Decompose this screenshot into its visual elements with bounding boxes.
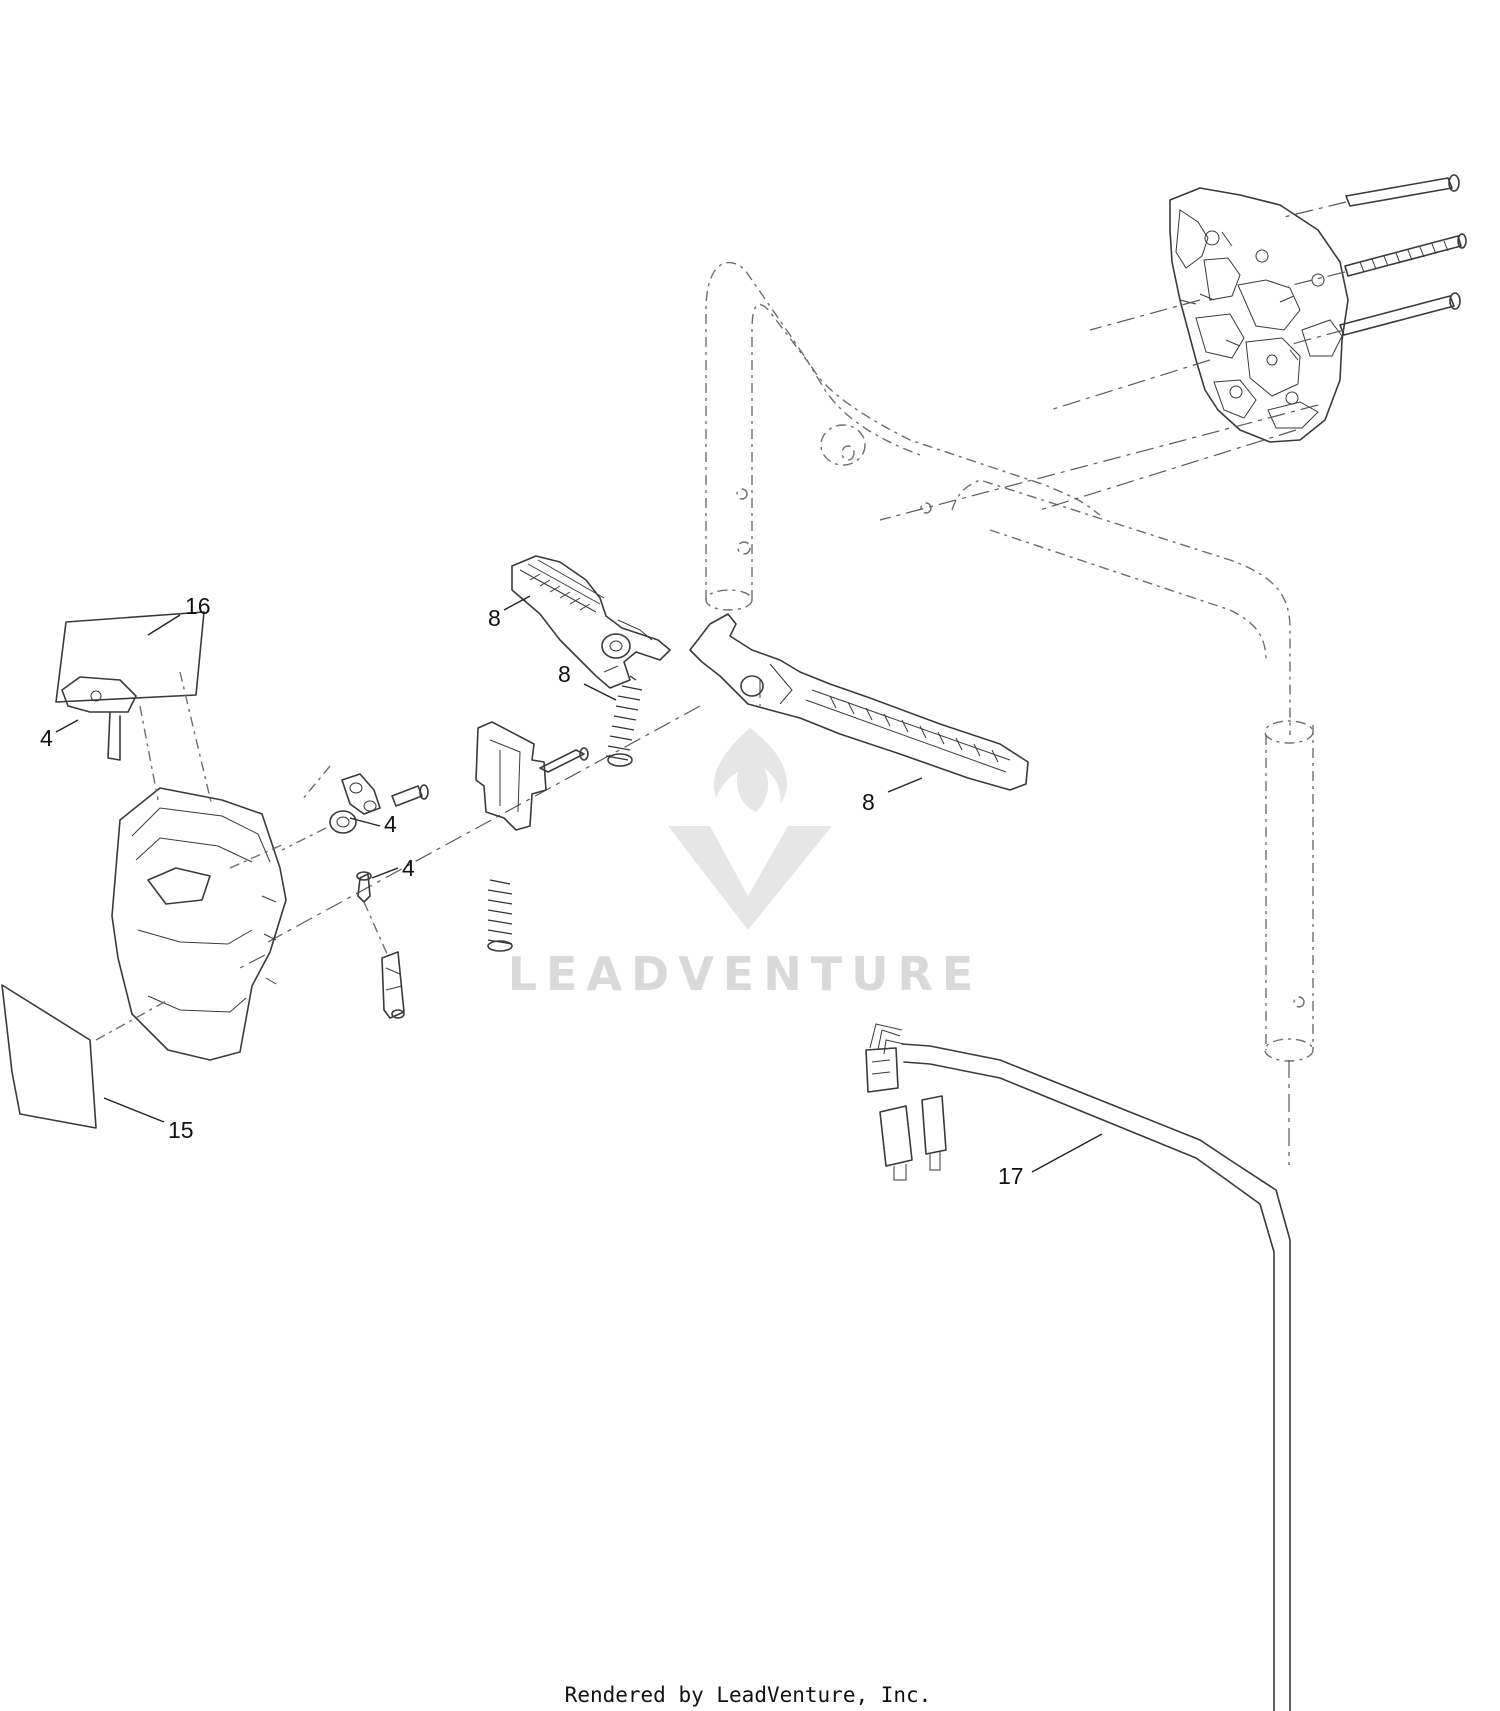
callout-label-4-washer: 4 <box>384 811 397 837</box>
callout-label-8-spring: 8 <box>558 661 571 687</box>
pedal-lever <box>511 555 671 689</box>
callout-16: 16 <box>147 593 211 636</box>
callout-label-16: 16 <box>185 593 211 619</box>
callout-label-15: 15 <box>168 1117 194 1143</box>
fastener-stack <box>281 765 429 1019</box>
compression-spring <box>605 675 643 767</box>
housing-screws <box>1339 174 1467 336</box>
callout-label-4-knob: 4 <box>40 725 53 751</box>
callout-label-8-lever: 8 <box>488 605 501 631</box>
callout-label-8-bail: 8 <box>862 789 875 815</box>
switch-bracket <box>475 721 589 952</box>
callout-label-17: 17 <box>998 1163 1024 1189</box>
callout-label-4-screw: 4 <box>402 855 415 881</box>
control-housing <box>1169 187 1349 443</box>
callout-17: 17 <box>998 1133 1103 1189</box>
render-credit: Rendered by LeadVenture, Inc. <box>565 1683 932 1707</box>
callout-4-knob: 4 <box>40 719 79 751</box>
callout-4-screw: 4 <box>371 855 415 881</box>
callout-8-bail: 8 <box>862 777 923 815</box>
bail-handle <box>689 613 1029 791</box>
phantom-handlebar <box>705 261 1314 1062</box>
flame-icon <box>713 728 787 812</box>
callout-8-spring: 8 <box>558 661 617 701</box>
callout-15: 15 <box>103 1097 194 1143</box>
housing-centerlines <box>879 201 1347 521</box>
callout-4-washer: 4 <box>349 811 397 837</box>
leadventure-watermark: LEADVENTURE <box>508 728 983 1001</box>
callout-8-lever: 8 <box>488 595 531 631</box>
v-logo-icon <box>668 826 832 930</box>
watermark-text: LEADVENTURE <box>508 947 983 1001</box>
wire-harness <box>865 1023 1291 1711</box>
handle-grip-assembly <box>1 611 287 1129</box>
